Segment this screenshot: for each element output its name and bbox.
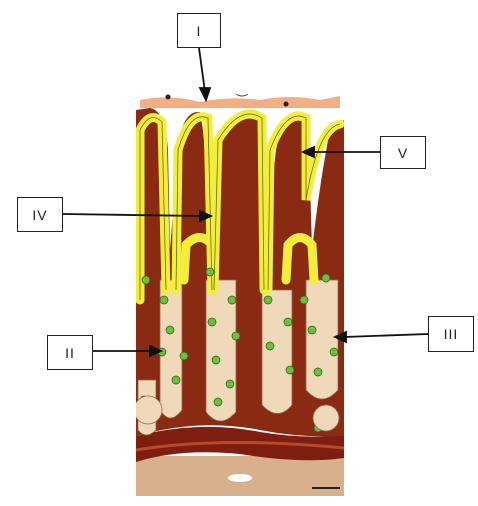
label-box-V: V: [380, 136, 426, 169]
label-box-II: II: [47, 335, 93, 370]
label-box-III: III: [428, 316, 474, 352]
label-box-I: I: [177, 13, 221, 48]
label-box-IV: IV: [17, 197, 63, 232]
